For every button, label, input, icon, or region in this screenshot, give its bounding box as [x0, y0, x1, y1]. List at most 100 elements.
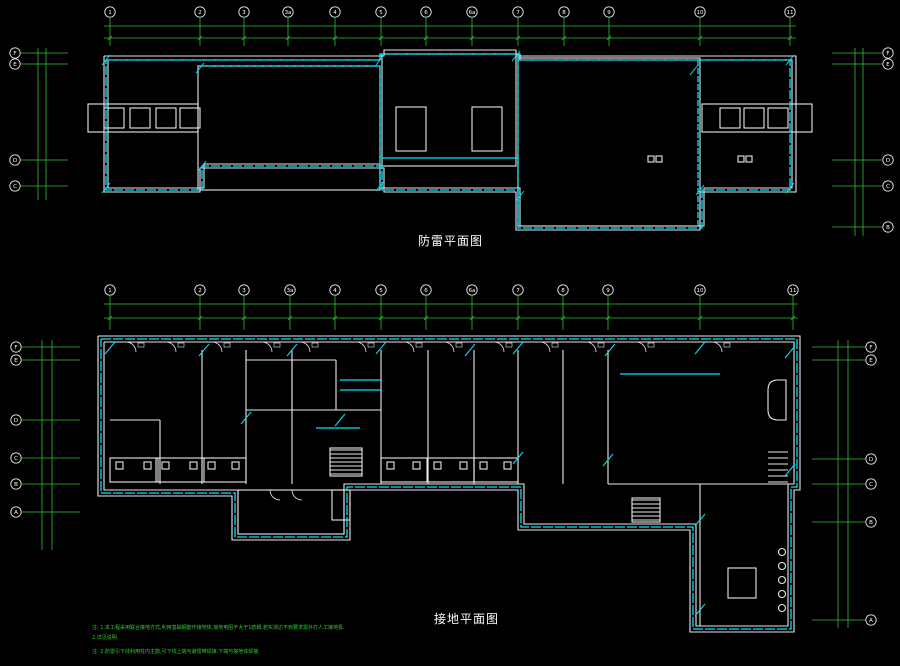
ground-axis-top-8-bubble [557, 284, 569, 296]
roof-axis-right-E-bubble [882, 58, 894, 70]
ground-earth-point [602, 453, 614, 467]
ground-toilet-block [155, 457, 205, 483]
ground-axis-left-A-label: A [14, 510, 18, 516]
ground-earth-point [104, 341, 116, 355]
roof-parapet-east [517, 57, 701, 227]
ground-axis-top-7-label: 7 [516, 288, 520, 294]
roof-dim-tick [697, 35, 703, 41]
roof-axis-top-11-bubble [784, 6, 796, 18]
ground-axis-top-8-label: 8 [561, 288, 565, 294]
roof-axis-top-3-bubble [238, 6, 250, 18]
ground-axis-right-D-label: D [869, 457, 873, 463]
ground-axis-top-5-label: 5 [379, 288, 383, 294]
roof-axis-top-4-bubble [329, 6, 341, 18]
ground-axis-right-E-bubble [865, 354, 877, 366]
ground-axis-top-4-bubble [329, 284, 341, 296]
ground-axis-right-F-bubble [865, 341, 877, 353]
ground-axis-top-9-bubble [602, 284, 614, 296]
roof-west-canopy [87, 103, 199, 133]
ground-axis-left-A-bubble [10, 506, 22, 518]
ground-outer-wall [97, 335, 801, 633]
roof-axis-top-5-label: 5 [379, 10, 383, 16]
roof-axis-top-7-bubble [512, 6, 524, 18]
ground-door-swing [125, 341, 137, 353]
ground-fixture [161, 461, 170, 470]
roof-axis-right-F-bubble [882, 47, 894, 59]
ground-axis-left-D-bubble [10, 414, 22, 426]
ground-axis-top-3-label: 3 [242, 288, 246, 294]
ground-column [777, 547, 787, 557]
ground-window-tag [273, 342, 281, 348]
ground-window-tag [137, 342, 145, 348]
ground-dim-tick [107, 315, 113, 321]
roof-dim-tick [469, 35, 475, 41]
ground-earth-point [464, 343, 476, 357]
ground-door-swing [585, 341, 597, 353]
ground-axis-top-1-label: 1 [108, 288, 112, 294]
ground-door-swing [355, 341, 367, 353]
roof-axis-top-11-label: 11 [787, 10, 794, 16]
roof-downconductor-mark [785, 54, 795, 66]
ground-fixture [459, 461, 468, 470]
ground-window-tag [723, 342, 731, 348]
ground-axis-top-4-label: 4 [333, 288, 337, 294]
roof-downconductor-mark [375, 54, 385, 66]
ground-axis-top-6-label: 6 [424, 288, 428, 294]
roof-axis-top-10-bubble [694, 6, 706, 18]
roof-dim-tick [197, 35, 203, 41]
ground-axis-right-B-label: B [869, 520, 873, 526]
roof-east-panel [719, 107, 741, 129]
roof-dim-tick [332, 35, 338, 41]
roof-axis-top-2-bubble [194, 6, 206, 18]
ground-axis-top-2-bubble [194, 284, 206, 296]
ground-axis-top-6-bubble [420, 284, 432, 296]
roof-axis-top-6-bubble [420, 6, 432, 18]
ground-earthing-loop [100, 338, 798, 630]
roof-parapet-west [197, 65, 381, 191]
ground-door-swing [493, 341, 505, 353]
roof-plan-title: 防雷平面图 [418, 234, 484, 248]
roof-downconductor-mark [101, 182, 111, 194]
ground-door-swing [291, 489, 303, 501]
roof-vent [647, 155, 655, 163]
ground-fixture [189, 461, 198, 470]
ground-axis-left-F-bubble [10, 341, 22, 353]
ground-window-tag [647, 342, 655, 348]
ground-window-tag [311, 342, 319, 348]
roof-axis-top-3a-label: 3a [285, 10, 292, 16]
ground-window-tag [505, 342, 513, 348]
roof-dim-tick [561, 35, 567, 41]
ground-curved-stair [767, 379, 787, 421]
roof-axis-top-6-label: 6 [424, 10, 428, 16]
roof-east-panel [767, 107, 789, 129]
roof-vent [655, 155, 663, 163]
ground-axis-left-B-bubble [10, 478, 22, 490]
roof-dim-tick [787, 35, 793, 41]
ground-axis-right-F-label: F [869, 345, 872, 351]
roof-dim-tick [515, 35, 521, 41]
ground-axis-top-3a-bubble [284, 284, 296, 296]
roof-axis-left-D-bubble [9, 154, 21, 166]
ground-dim-tick [241, 315, 247, 321]
ground-dim-tick [287, 315, 293, 321]
ground-fixture [479, 461, 488, 470]
ground-fixture [207, 461, 216, 470]
roof-east-panel [743, 107, 765, 129]
ground-axis-top-9-label: 9 [606, 288, 610, 294]
roof-downconductor-mark [689, 64, 699, 76]
ground-equipment [727, 567, 757, 599]
roof-axis-right-C-label: C [886, 184, 890, 190]
ground-door-swing [443, 341, 455, 353]
roof-axis-top-3a-bubble [282, 6, 294, 18]
ground-axis-top-6a-bubble [466, 284, 478, 296]
ground-dim-tick [515, 315, 521, 321]
ground-window-tag [367, 342, 375, 348]
roof-axis-left-E-bubble [9, 58, 21, 70]
ground-axis-left-C-bubble [10, 452, 22, 464]
ground-door-swing [165, 341, 177, 353]
roof-downconductor-mark [101, 54, 111, 66]
ground-axis-right-E-label: E [869, 358, 873, 364]
ground-axis-top-11-bubble [787, 284, 799, 296]
